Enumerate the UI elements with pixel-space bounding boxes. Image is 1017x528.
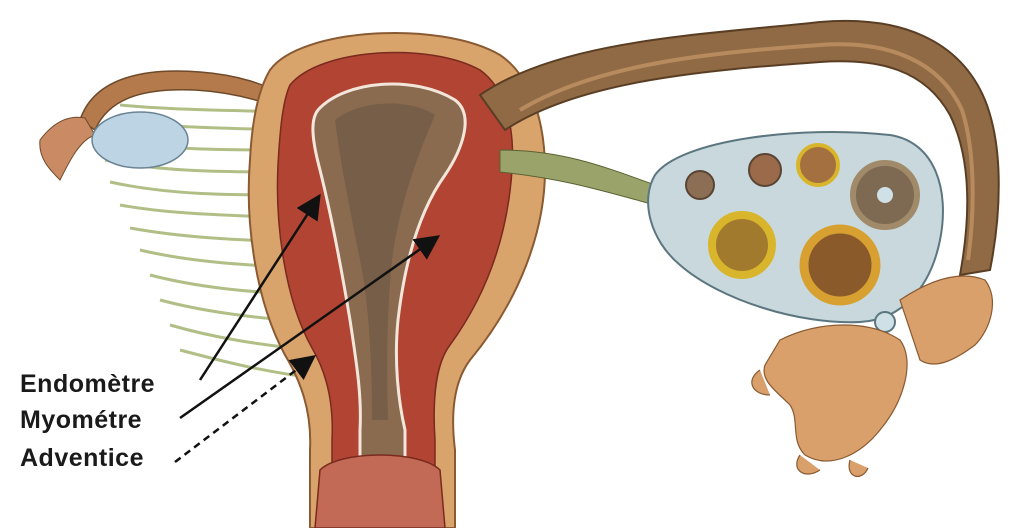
label-adventice: Adventice xyxy=(20,446,144,471)
cervix xyxy=(315,455,445,528)
left-ovary xyxy=(92,112,188,168)
label-myometre: Myométre xyxy=(20,408,142,433)
label-endometre: Endomètre xyxy=(20,372,155,397)
